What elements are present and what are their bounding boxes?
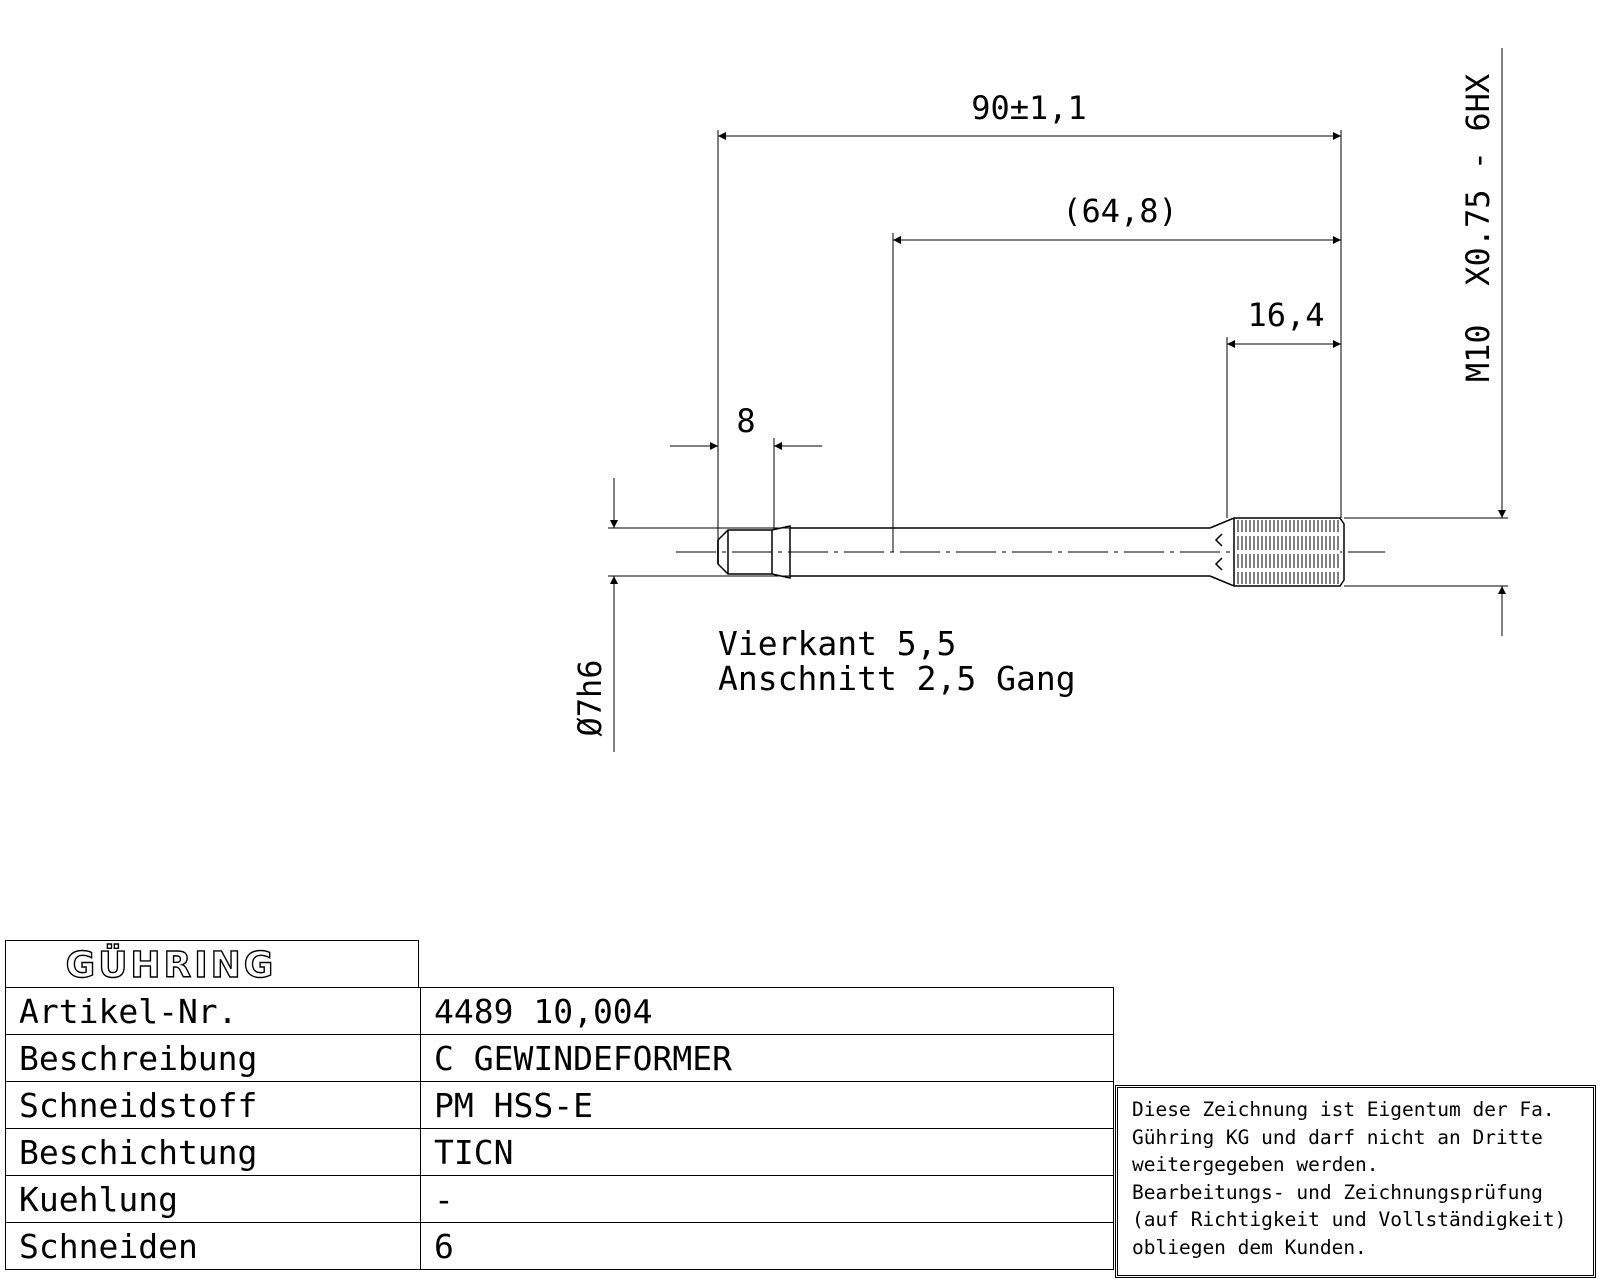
notice-line: obliegen dem Kunden.	[1132, 1235, 1367, 1259]
technical-drawing: 90±1,1 (64,8) 16,4 8 Ø7h6 M10 X0.75 - 6H…	[571, 48, 1508, 752]
dim-square-length: 8	[736, 402, 755, 440]
row-value: C GEWINDEFORMER	[420, 1034, 1114, 1082]
guehring-logo: GÜHRING	[65, 943, 277, 986]
dim-thread-length: 16,4	[1247, 296, 1324, 334]
row-value: 4489 10,004	[420, 987, 1114, 1035]
table-row: Schneiden 6	[5, 1222, 1114, 1270]
thread-hatch	[1236, 520, 1340, 584]
table-row: Schneidstoff PM HSS-E	[5, 1081, 1114, 1129]
row-label: Schneiden	[5, 1222, 421, 1270]
notice-line: (auf Richtigkeit und Vollständigkeit)	[1132, 1208, 1567, 1231]
row-label: Artikel-Nr.	[5, 987, 421, 1035]
logo-cell: GÜHRING	[5, 940, 419, 988]
dim-reference-length: (64,8)	[1062, 192, 1178, 230]
row-value: -	[420, 1175, 1114, 1223]
notice-line: weitergegeben werden.	[1132, 1153, 1379, 1176]
note-square-drive: Vierkant 5,5	[718, 624, 956, 663]
note-chamfer: Anschnitt 2,5 Gang	[718, 659, 1076, 698]
logo-text: GÜHRING	[66, 944, 277, 986]
table-row: Beschreibung C GEWINDEFORMER	[5, 1034, 1114, 1082]
table-row: Artikel-Nr. 4489 10,004	[5, 987, 1114, 1035]
row-value: PM HSS-E	[420, 1081, 1114, 1129]
notice-line: Bearbeitungs- und Zeichnungsprüfung	[1132, 1180, 1543, 1204]
tool-outline	[717, 517, 1345, 587]
dimension-lines	[610, 48, 1506, 752]
extension-lines	[608, 130, 1508, 587]
spec-table: Artikel-Nr. 4489 10,004 Beschreibung C G…	[5, 987, 1114, 1270]
thread-specification: M10 X0.75 - 6HX	[1459, 74, 1497, 382]
row-value: TICN	[420, 1128, 1114, 1176]
row-label: Beschreibung	[5, 1034, 421, 1082]
row-label: Beschichtung	[5, 1128, 421, 1176]
table-row: Beschichtung TICN	[5, 1128, 1114, 1176]
copyright-notice: Diese Zeichnung ist Eigentum der Fa. Güh…	[1115, 1085, 1596, 1278]
row-value: 6	[420, 1222, 1114, 1270]
notice-line: Diese Zeichnung ist Eigentum der Fa.	[1132, 1098, 1555, 1121]
notice-line: Gühring KG und darf nicht an Dritte	[1132, 1125, 1543, 1149]
row-label: Schneidstoff	[5, 1081, 421, 1129]
dim-overall-length: 90±1,1	[971, 89, 1087, 127]
table-row: Kuehlung -	[5, 1175, 1114, 1223]
dim-shank-diameter: Ø7h6	[571, 659, 609, 736]
row-label: Kuehlung	[5, 1175, 421, 1223]
